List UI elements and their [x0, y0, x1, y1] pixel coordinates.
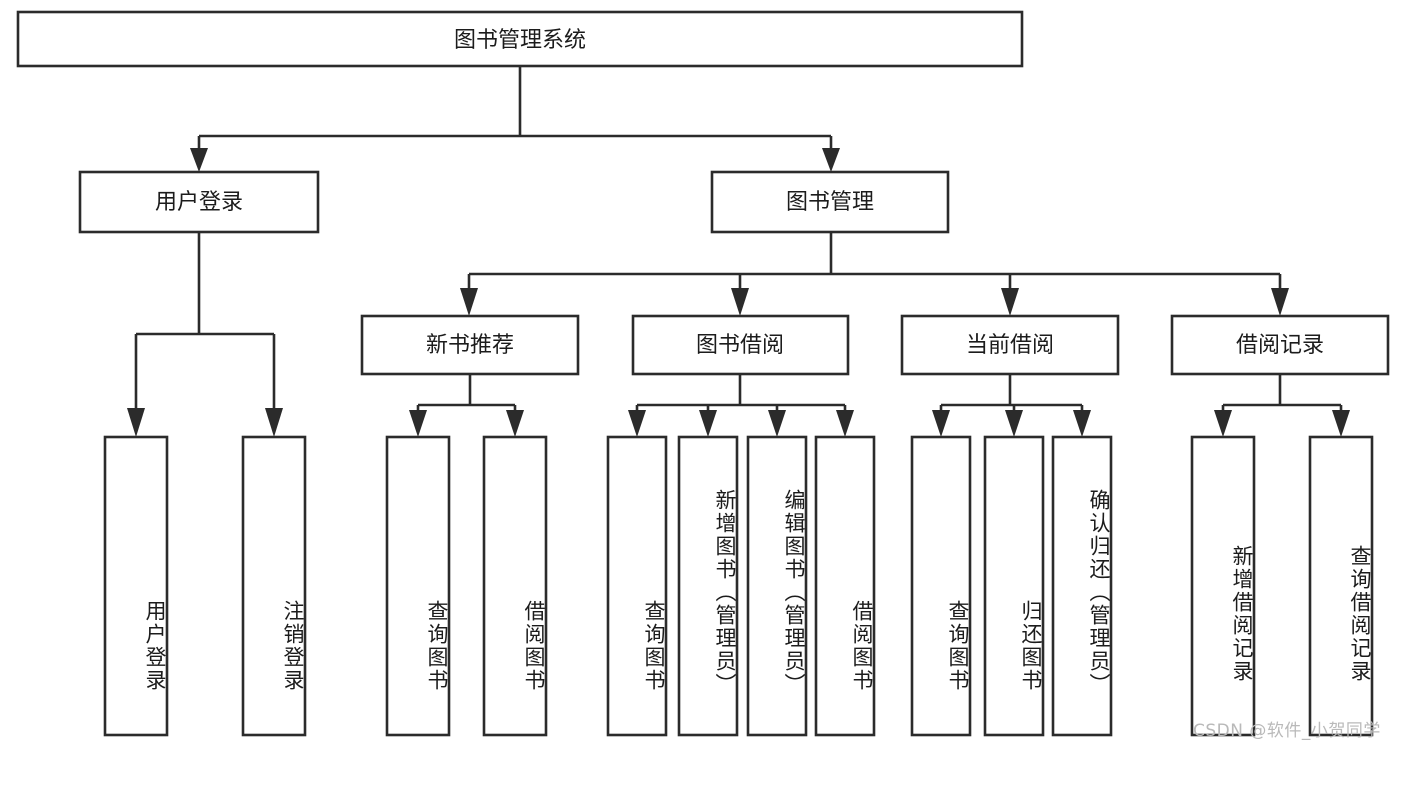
diagram-svg: 图书管理系统 用户登录 图书管理 新书推荐 图书借阅 当前借阅 借阅记录: [16, 10, 1390, 737]
arrow-to-book-manage: [822, 148, 840, 172]
arrow-to-leaf-rec-query-record: [1332, 410, 1350, 437]
node-root-label: 图书管理系统: [454, 28, 586, 53]
node-leaf-cur-query-book[interactable]: [910, 435, 972, 737]
node-leaf-borrow-edit-book[interactable]: [746, 435, 808, 737]
node-user-login-label: 用户登录: [155, 190, 243, 215]
arrow-to-leaf-borrow-lend-book: [836, 410, 854, 437]
arrow-to-leaf-cur-query-book: [932, 410, 950, 437]
arrow-to-leaf-rec-add-record: [1214, 410, 1232, 437]
node-book-manage-label: 图书管理: [786, 190, 874, 215]
node-leaf-user-login[interactable]: [103, 435, 169, 737]
node-leaf-borrow-add-book[interactable]: [677, 435, 739, 737]
node-leaf-cur-return-book[interactable]: [983, 435, 1045, 737]
node-book-manage[interactable]: [710, 170, 950, 234]
node-new-book-rec-label: 新书推荐: [426, 333, 514, 358]
node-leaf-cur-confirm-return[interactable]: [1051, 435, 1113, 737]
arrow-to-borrow-record: [1271, 288, 1289, 316]
csdn-watermark: CSDN @软件_小贺同学: [1193, 721, 1381, 741]
arrow-to-leaf-borrow-add-book: [699, 410, 717, 437]
node-leaf-rec-query-record[interactable]: [1308, 435, 1374, 737]
node-borrow-record-label: 借阅记录: [1236, 333, 1324, 358]
node-root[interactable]: [16, 10, 1024, 68]
node-leaf-rec-borrow-book[interactable]: [482, 435, 548, 737]
node-book-borrow[interactable]: [631, 314, 850, 376]
connector-layer: [127, 66, 1350, 437]
node-user-login[interactable]: [78, 170, 320, 234]
arrow-to-book-borrow: [731, 288, 749, 316]
node-new-book-rec[interactable]: [360, 314, 580, 376]
arrow-to-leaf-cur-confirm-return: [1073, 410, 1091, 437]
node-leaf-user-logout[interactable]: [241, 435, 307, 737]
arrow-to-new-book-rec: [460, 288, 478, 316]
arrow-to-leaf-rec-borrow-book: [506, 410, 524, 437]
arrow-to-leaf-user-login: [127, 408, 145, 437]
node-leaf-borrow-query-book[interactable]: [606, 435, 668, 737]
node-current-borrow[interactable]: [900, 314, 1120, 376]
arrow-to-leaf-borrow-query-book: [628, 410, 646, 437]
node-book-borrow-label: 图书借阅: [696, 333, 784, 358]
arrow-to-current-borrow: [1001, 288, 1019, 316]
node-layer: 图书管理系统 用户登录 图书管理 新书推荐 图书借阅 当前借阅 借阅记录: [16, 10, 1390, 737]
node-leaf-rec-add-record[interactable]: [1190, 435, 1256, 737]
node-leaf-rec-query-book[interactable]: [385, 435, 451, 737]
node-leaf-borrow-lend-book[interactable]: [814, 435, 876, 737]
arrow-to-leaf-borrow-edit-book: [768, 410, 786, 437]
node-current-borrow-label: 当前借阅: [966, 333, 1054, 358]
diagram-canvas: 图书管理系统 用户登录 图书管理 新书推荐 图书借阅 当前借阅 借阅记录: [16, 10, 1390, 741]
arrow-to-leaf-rec-query-book: [409, 410, 427, 437]
arrow-to-leaf-cur-return-book: [1005, 410, 1023, 437]
arrow-to-user-login: [190, 148, 208, 172]
arrow-to-leaf-user-logout: [265, 408, 283, 437]
node-borrow-record[interactable]: [1170, 314, 1390, 376]
